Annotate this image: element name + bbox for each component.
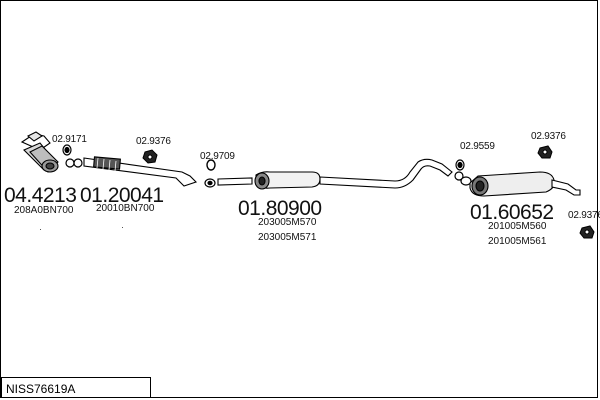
- part-front-pipe-number: 01.20041: [80, 184, 164, 207]
- accessory-gasket-1-label: 02.9171: [52, 134, 87, 145]
- part-rear-silencer-number: 01.60652: [470, 201, 554, 224]
- ring-1-drawing: [206, 159, 216, 171]
- accessory-gasket-2-label: 02.9559: [460, 141, 495, 152]
- part-catalyst-number: 04.4213: [4, 184, 77, 207]
- part-middle-silencer-ref-1: 203005M570: [258, 217, 317, 228]
- accessory-rubber-1-label: 02.9376: [136, 136, 171, 147]
- part-middle-silencer-ref-2: 203005M571: [258, 232, 317, 243]
- model-code: NISS76619A: [6, 382, 76, 396]
- accessory-rubber-3-label: 02.9376: [568, 210, 600, 221]
- gasket-2-drawing: [454, 159, 472, 186]
- part-front-pipe-ref-1: 20010BN700: [96, 203, 155, 214]
- catalytic-converter-drawing: [20, 131, 59, 173]
- mark-dot: [40, 229, 41, 230]
- mark-dot: [122, 227, 123, 228]
- rubber-2-drawing: [537, 145, 553, 159]
- part-catalyst-ref-1: 208A0BN700: [14, 205, 74, 216]
- middle-silencer-drawing: [217, 158, 453, 190]
- rubber-3-drawing: [579, 225, 595, 239]
- gasket-1-drawing: [62, 144, 72, 156]
- accessory-rubber-2-label: 02.9376: [531, 131, 566, 142]
- clamp-drawing: [65, 158, 83, 168]
- accessory-ring-1-label: 02.9709: [200, 151, 235, 162]
- rubber-1-drawing: [142, 149, 158, 164]
- part-rear-silencer-ref-1: 201005M560: [488, 221, 547, 232]
- rear-silencer-drawing: [469, 171, 581, 197]
- part-middle-silencer-number: 01.80900: [238, 197, 322, 220]
- model-code-box: NISS76619A: [1, 377, 151, 398]
- part-rear-silencer-ref-2: 201005M561: [488, 236, 547, 247]
- front-pipe-drawing: [83, 156, 198, 187]
- clamp-2-drawing: [204, 178, 216, 188]
